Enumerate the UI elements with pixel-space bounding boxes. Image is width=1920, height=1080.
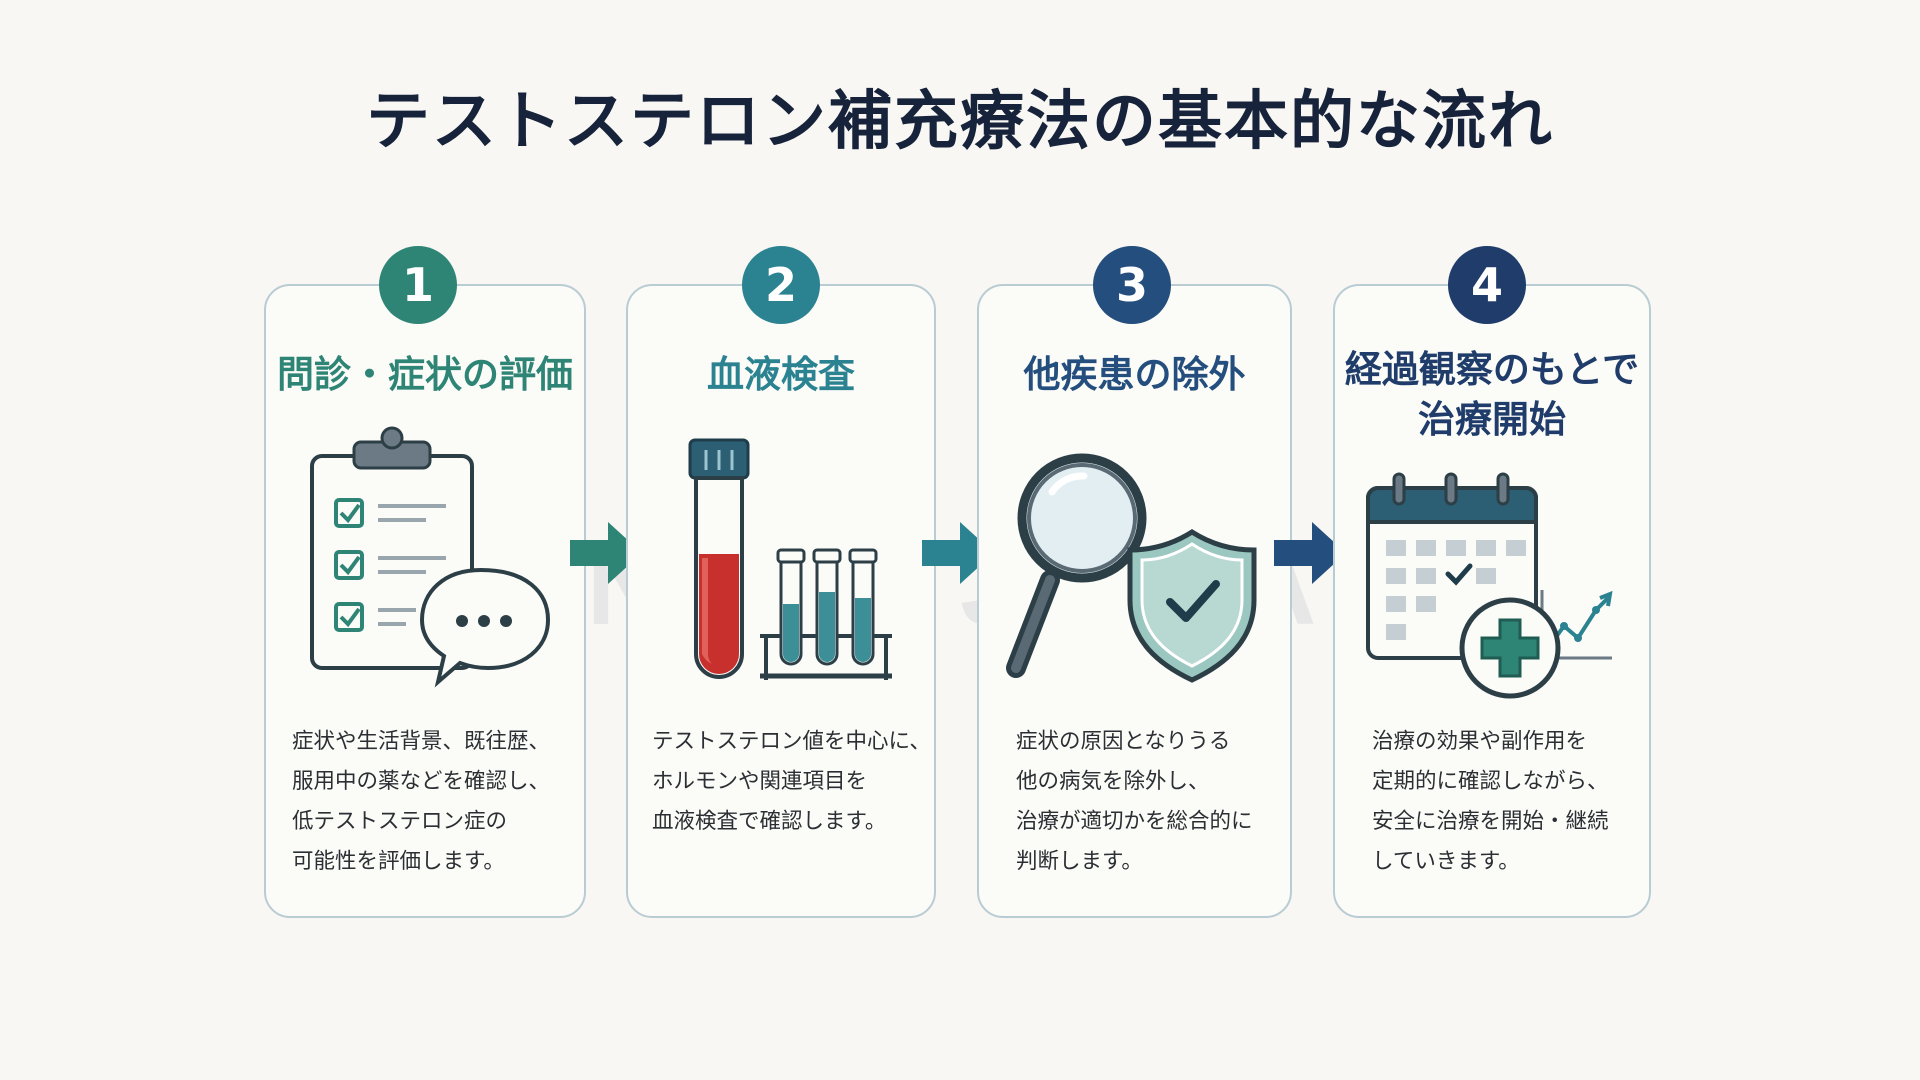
- calendar-medical-chart-icon: [1366, 472, 1613, 699]
- step-1-description-line: 低テストステロン症の: [292, 809, 508, 834]
- step-3-description-line: 症状の原因となりうる: [1016, 729, 1231, 754]
- step-4-heading-line: 経過観察のもとで: [1344, 348, 1640, 391]
- step-2-description-line: 血液検査で確認します。: [652, 809, 887, 834]
- step-3-description-line: 他の病気を除外し、: [1016, 769, 1210, 794]
- step-4-description-line: していきます。: [1372, 849, 1520, 874]
- clipboard-checklist-chat-icon: [310, 426, 551, 688]
- step-2-heading: 血液検査: [626, 350, 936, 400]
- step-3-description-line: 判断します。: [1016, 849, 1143, 874]
- step-4-heading-line: 治療開始: [1418, 398, 1566, 441]
- blood-test-tubes-icon: [688, 438, 892, 680]
- step-4-number-badge: 4: [1448, 246, 1526, 324]
- step-3-description: 症状の原因となりうる 他の病気を除外し、 治療が適切かを総合的に 判断します。: [1016, 722, 1253, 882]
- step-2-number-badge: 2: [742, 246, 820, 324]
- step-2-description: テストステロン値を中心に、 ホルモンや関連項目を 血液検査で確認します。: [652, 722, 931, 842]
- arrow-right-icon: [922, 522, 994, 584]
- step-2-description-line: ホルモンや関連項目を: [652, 769, 868, 794]
- step-3-heading: 他疾患の除外: [977, 350, 1292, 400]
- step-2-description-line: テストステロン値を中心に、: [652, 729, 931, 754]
- arrow-right-icon: [1274, 522, 1346, 584]
- step-1-description: 症状や生活背景、既往歴、 服用中の薬などを確認し、 低テストステロン症の 可能性…: [292, 722, 550, 882]
- step-3-description-line: 治療が適切かを総合的に: [1016, 809, 1253, 834]
- step-4-heading: 経過観察のもとで 治療開始: [1333, 345, 1651, 445]
- step-3-heading-line: 他疾患の除外: [1023, 353, 1246, 396]
- step-1-heading-line: 問診・症状の評価: [277, 353, 573, 396]
- step-1-heading: 問診・症状の評価: [264, 350, 586, 400]
- step-1-description-line: 可能性を評価します。: [292, 849, 505, 874]
- step-2-heading-line: 血液検査: [707, 353, 855, 396]
- step-4-description-line: 定期的に確認しながら、: [1372, 769, 1609, 794]
- step-1-number-badge: 1: [379, 246, 457, 324]
- step-4-description-line: 治療の効果や副作用を: [1372, 729, 1588, 754]
- step-3-number-badge: 3: [1093, 246, 1171, 324]
- step-1-description-line: 服用中の薬などを確認し、: [292, 769, 551, 794]
- step-1-description-line: 症状や生活背景、既往歴、: [292, 729, 551, 754]
- step-4-description-line: 安全に治療を開始・継続: [1372, 809, 1609, 834]
- arrow-right-icon: [570, 522, 642, 584]
- step-4-description: 治療の効果や副作用を 定期的に確認しながら、 安全に治療を開始・継続 していきま…: [1372, 722, 1609, 882]
- page-title: テストステロン補充療法の基本的な流れ: [366, 85, 1554, 159]
- magnifier-shield-icon: [1006, 453, 1257, 683]
